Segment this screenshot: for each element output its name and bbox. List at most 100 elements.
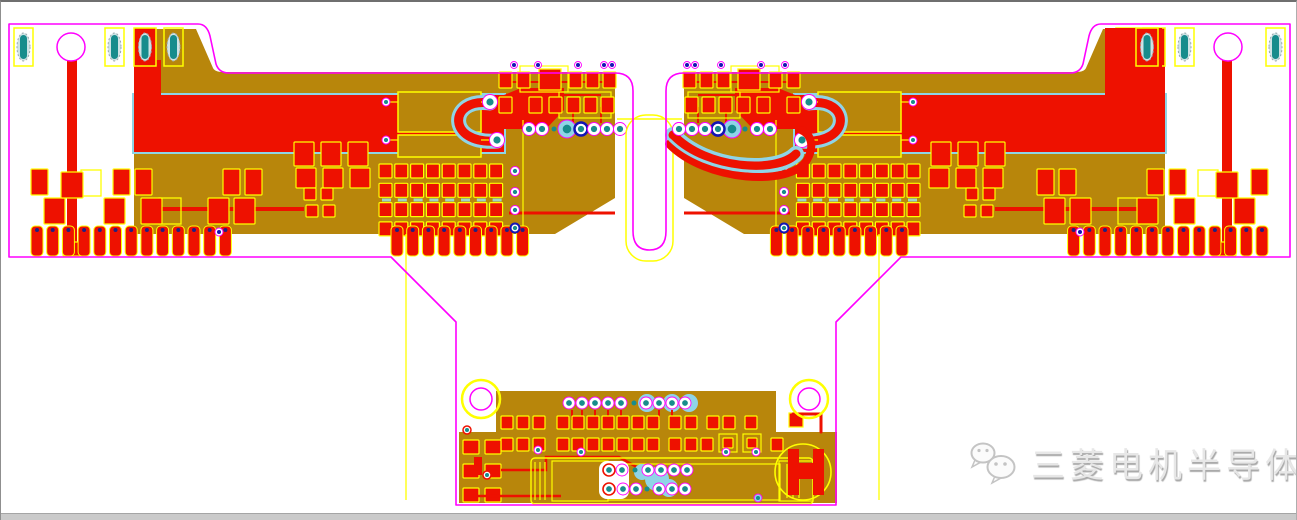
through-hole-pad	[753, 125, 761, 133]
smd-pad	[500, 437, 514, 452]
smd-pad	[305, 204, 319, 218]
smd-pad	[982, 187, 996, 201]
resistor-pad-grid	[457, 182, 472, 198]
resistor-pad-grid	[843, 202, 858, 218]
via	[783, 63, 787, 67]
via	[1078, 230, 1082, 234]
smd-pad	[30, 168, 49, 196]
refdes-text	[445, 198, 455, 202]
smd-pad	[718, 96, 733, 114]
via	[512, 189, 518, 195]
resistor-pad-grid	[827, 202, 842, 218]
via	[759, 63, 763, 67]
refdes-text	[829, 198, 838, 202]
pin-via	[144, 228, 149, 232]
pin-via	[868, 228, 873, 232]
board-outline	[8, 23, 1291, 506]
connector-pin	[848, 225, 862, 257]
connector-pin	[500, 225, 514, 257]
through-hole-pad	[619, 467, 625, 473]
resistor-pad-grid	[489, 163, 504, 179]
through-hole-pad	[577, 125, 585, 133]
pin-via	[1197, 228, 1202, 232]
connector-pin	[109, 225, 122, 257]
resistor-pad-grid	[811, 163, 826, 179]
slot-pad	[104, 27, 125, 67]
smd-pad-grid	[484, 439, 502, 455]
pin-via	[176, 228, 181, 232]
connector-pin	[30, 225, 44, 257]
resistor-pad-grid	[890, 163, 905, 179]
connector-pin	[453, 225, 467, 257]
resistor-pad-grid	[410, 182, 425, 198]
left-half-layers	[13, 27, 627, 257]
connector-pin	[484, 225, 498, 257]
smd-pad	[233, 197, 256, 225]
via	[911, 138, 915, 142]
smd-pad	[746, 437, 758, 449]
refdes-text	[476, 198, 486, 202]
capacitor-outline	[774, 443, 832, 501]
smd-pad	[556, 415, 570, 430]
thick-trace	[668, 130, 801, 171]
via	[685, 63, 689, 67]
wechat-icon	[970, 442, 1016, 485]
via	[465, 428, 469, 432]
connector-pin	[1239, 225, 1253, 257]
resistor-pad-grid	[827, 163, 842, 179]
connector-pin	[864, 225, 878, 257]
through-hole-pad	[669, 400, 675, 406]
refdes-text	[892, 198, 902, 202]
through-hole-pad	[658, 467, 664, 473]
mount-hole	[469, 387, 493, 411]
smd-pad	[601, 437, 615, 452]
smd-pad	[320, 187, 334, 201]
smd-pad	[1058, 168, 1077, 196]
smd-pad	[295, 167, 317, 189]
connector-pin	[93, 225, 107, 257]
resistor-pad-grid	[874, 163, 889, 179]
smd-pad	[532, 415, 546, 430]
pin-via	[1212, 228, 1217, 232]
smd-pad	[1036, 168, 1055, 196]
resistor-pad-grid	[859, 202, 874, 218]
refdes-text	[860, 198, 870, 202]
resistor-pad-grid	[473, 202, 488, 218]
slot-pad	[163, 27, 184, 67]
refdes-text	[382, 198, 391, 202]
trace	[474, 457, 482, 475]
connector-pin	[390, 225, 404, 257]
smd-pad	[586, 437, 600, 452]
through-hole-pad	[566, 400, 572, 406]
smd-pad	[722, 437, 734, 449]
resistor-pad-grid	[441, 163, 456, 179]
through-hole-pad	[656, 486, 662, 492]
smd-pad	[786, 96, 801, 114]
pin-via	[1181, 228, 1186, 232]
through-hole-pad	[714, 125, 722, 133]
smd-pad	[585, 71, 600, 89]
center-slot-silk	[617, 114, 682, 262]
connector-pin	[1145, 225, 1159, 257]
silk-box	[1197, 169, 1219, 197]
connector-pin	[61, 225, 75, 257]
through-hole-pad	[493, 136, 501, 144]
smd-pad	[320, 141, 342, 167]
pin-via	[426, 228, 431, 232]
via	[781, 207, 787, 213]
smd-pad	[980, 204, 994, 218]
smd-pad	[770, 437, 784, 452]
smd-pad	[736, 96, 751, 114]
via	[576, 63, 580, 67]
via	[756, 496, 760, 500]
smd-pad	[1043, 197, 1066, 225]
smd-pad	[722, 415, 736, 430]
slot-pad	[1143, 35, 1151, 59]
via	[754, 450, 758, 454]
smd-pad	[1146, 168, 1165, 196]
resistor-pad-grid	[906, 182, 921, 198]
pin-via	[442, 228, 447, 232]
via	[724, 450, 728, 454]
connector-pin	[785, 225, 799, 257]
